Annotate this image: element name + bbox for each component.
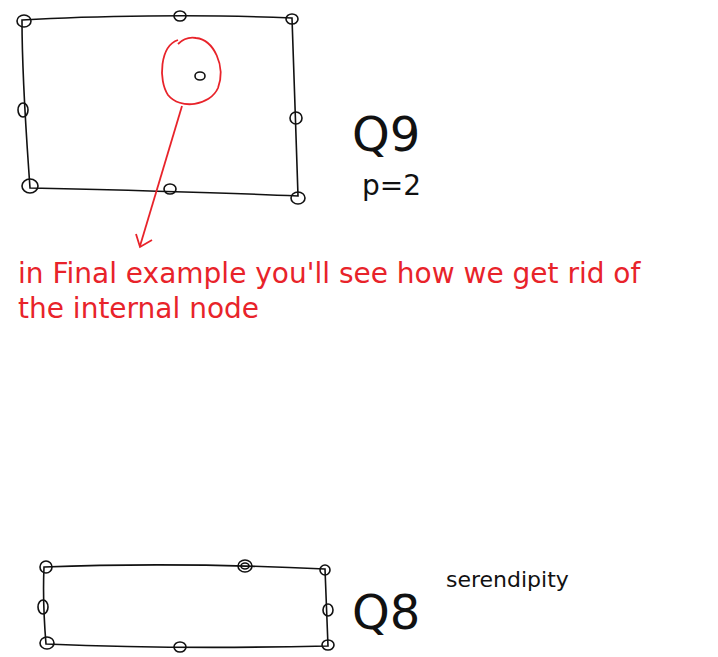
annotation-note: in Final example you'll see how we get r…	[18, 256, 658, 326]
leader-line	[140, 106, 182, 246]
element-name: Q9	[352, 104, 420, 164]
element-family: serendipity	[446, 566, 569, 594]
order-note: p=2	[362, 168, 421, 203]
element-name: Q8	[352, 582, 420, 642]
q9-outline	[22, 16, 298, 196]
q8-nodes	[38, 560, 334, 652]
leader-tip	[136, 234, 152, 247]
q8-outline	[44, 565, 328, 647]
highlight-circle	[162, 38, 221, 105]
